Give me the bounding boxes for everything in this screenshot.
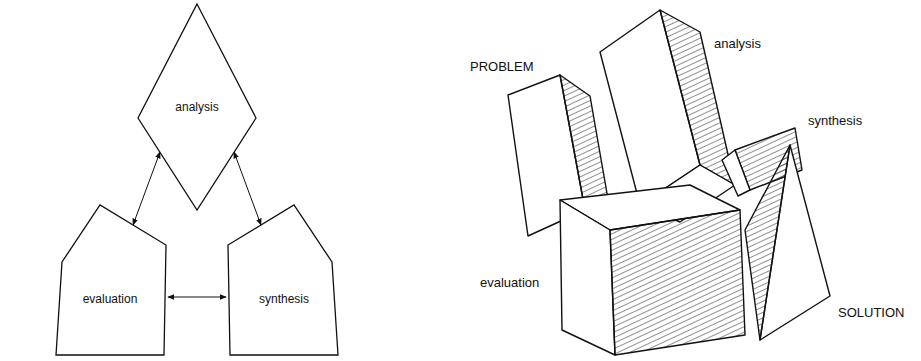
block-face [610, 210, 745, 355]
pentagon-outline [226, 203, 340, 357]
node-label: evaluation [83, 293, 138, 306]
double-arrow [234, 152, 261, 225]
synthesis-shape: synthesis [226, 203, 340, 357]
block-label: PROBLEM [470, 60, 534, 74]
block-face [560, 200, 615, 355]
block-label: SOLUTION [838, 306, 904, 320]
block-face [745, 145, 790, 340]
node-label: analysis [175, 101, 218, 114]
block-label: evaluation [480, 276, 539, 290]
block-label: synthesis [808, 114, 862, 128]
analysis-shape: analysis [134, 2, 260, 214]
block-face [722, 150, 750, 196]
double-arrow [133, 152, 160, 225]
shape-outline [228, 205, 338, 355]
double-arrow [168, 297, 226, 298]
evaluation-shape: evaluation [54, 203, 168, 357]
pentagon-outline [54, 203, 168, 357]
shape-outline [56, 205, 166, 355]
shape-outline [138, 4, 256, 210]
node-label: synthesis [259, 293, 309, 306]
block-label: analysis [714, 37, 761, 51]
